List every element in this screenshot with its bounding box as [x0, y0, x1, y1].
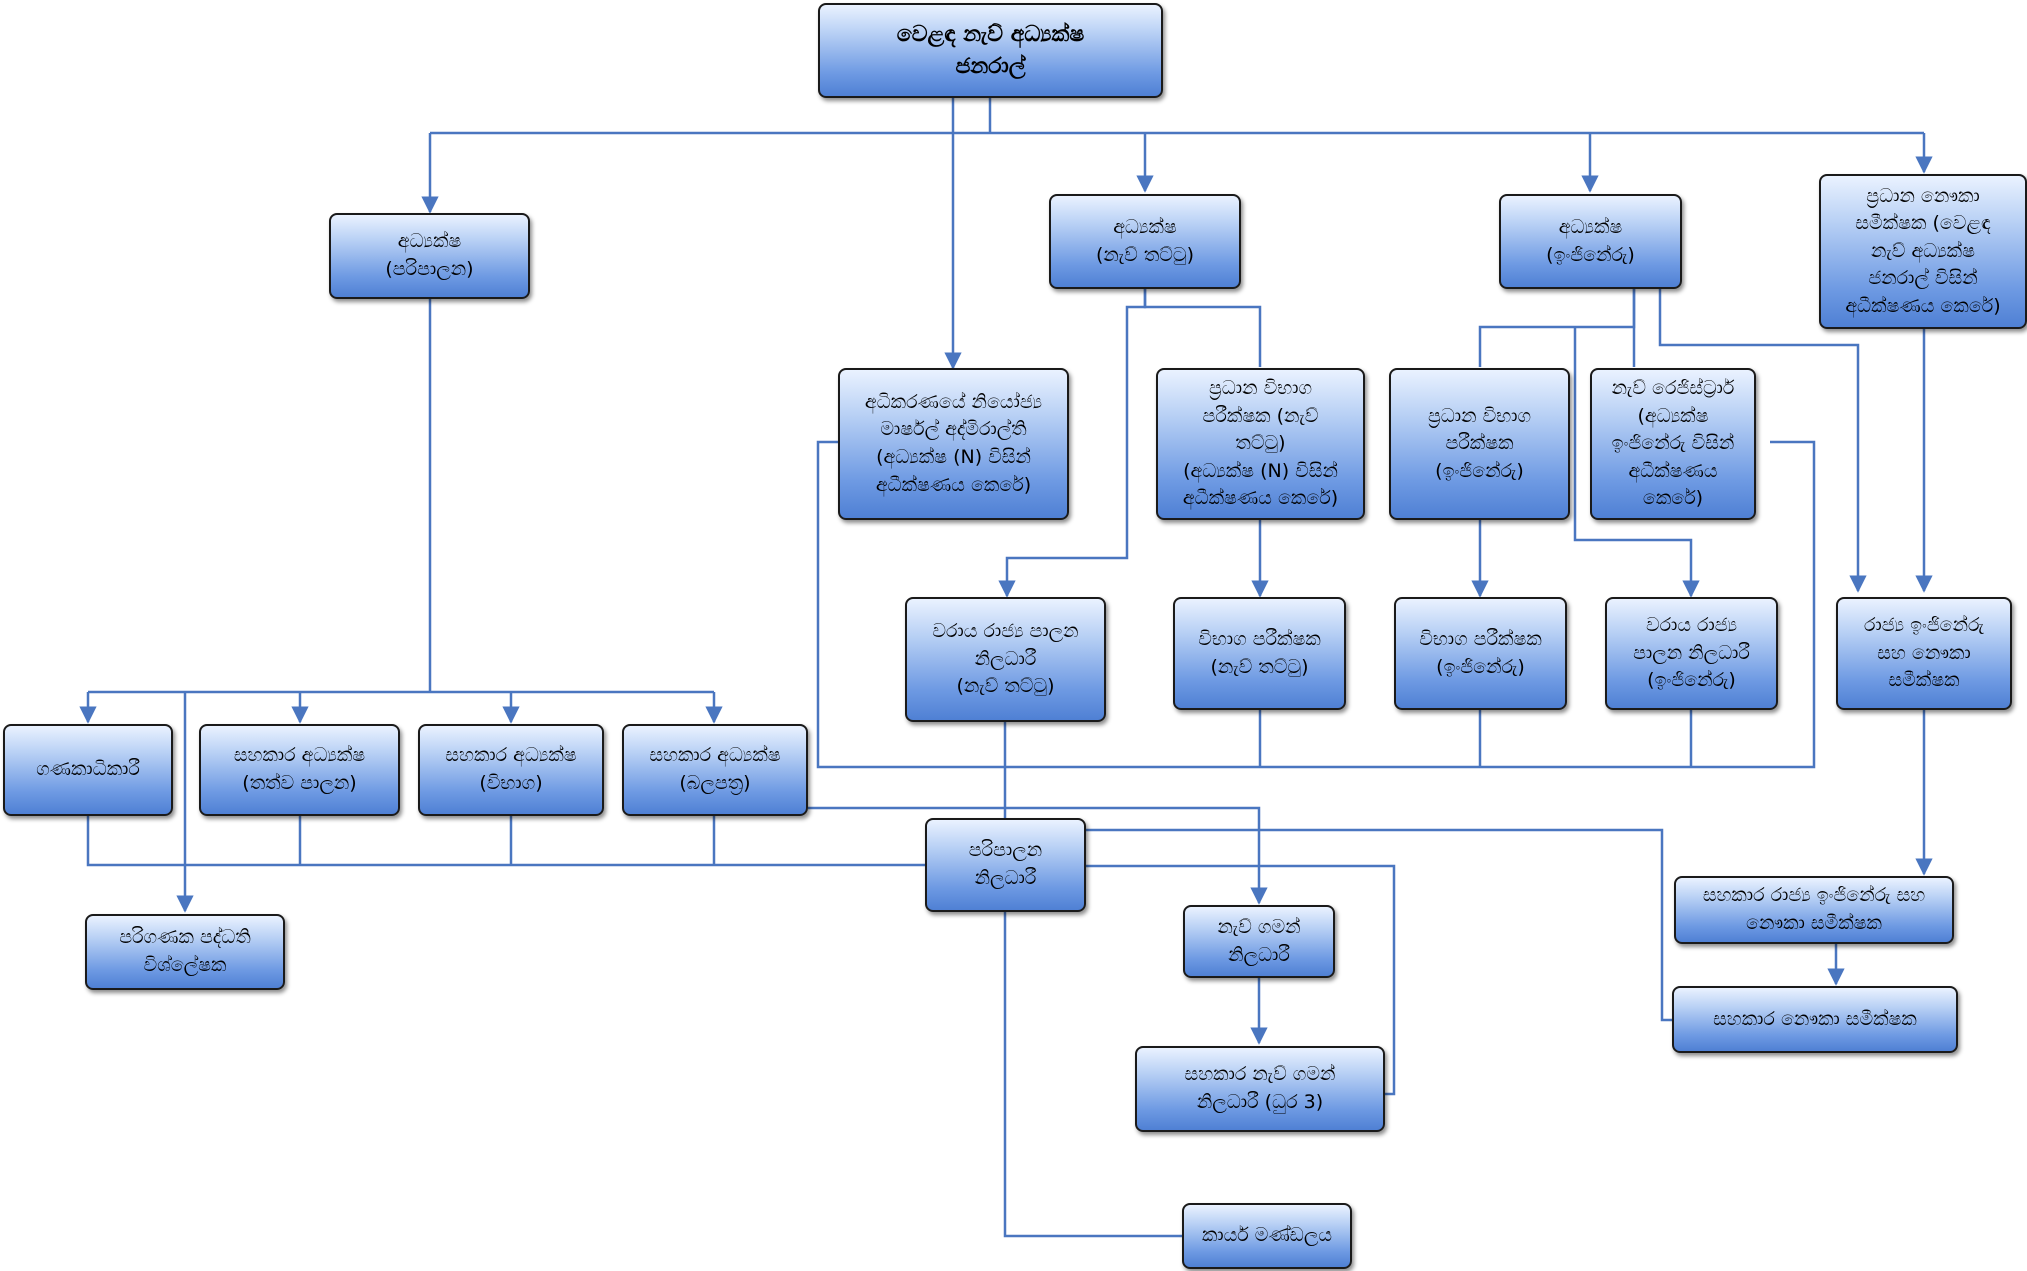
- node-director-general: වෙළඳ නැව් අධ්‍යක්ෂ ජනරාල්: [818, 3, 1163, 98]
- node-deputy-marshal: අධිකරණයේ නියෝජ්‍ය මාර්ෂල් අද්මිරාල්ති (අ…: [838, 368, 1069, 520]
- node-asst-state-engineer-surveyor: සහකාර රාජ්‍ය ඉංජිනේරු සහ නෞකා සමීක්ෂක: [1674, 876, 1954, 944]
- node-asst-director-control: සහකාර අධ්‍යක්ෂ (තත්ව පාලන): [199, 724, 400, 816]
- node-shipping-officer: නැව් ගමන් නිලධාරී: [1183, 905, 1335, 978]
- node-staff: කාර්ය මණ්ඩලය: [1182, 1203, 1352, 1269]
- node-ship-registrar: නැව් රෙජිස්ට්‍රාර් (අධ්‍යක්ෂ ඉංජිනේරු වි…: [1590, 368, 1756, 520]
- node-examiner-ports: විභාග පරීක්ෂක (නැව් තට්ටු): [1173, 597, 1346, 710]
- node-accountant: ගණකාධිකාරී: [3, 724, 173, 816]
- node-systems-analyst: පරිගණක පද්ධති විශ්ලේෂක: [85, 914, 285, 990]
- node-asst-director-licence: සහකාර අධ්‍යක්ෂ (බලපත්‍ර): [622, 724, 808, 816]
- node-director-admin: අධ්‍යක්ෂ (පරිපාලන): [329, 213, 530, 299]
- node-director-ports: අධ්‍යක්ෂ (නැව් තට්ටු): [1049, 194, 1241, 289]
- node-admin-officer: පරිපාලන නිලධාරී: [925, 818, 1086, 912]
- node-director-engineer: අධ්‍යක්ෂ (ඉංජිනේරු): [1499, 194, 1682, 289]
- node-asst-director-exam: සහකාර අධ්‍යක්ෂ (විභාග): [418, 724, 604, 816]
- node-state-engineer-surveyor: රාජ්‍ය ඉංජිනේරු සහ නෞකා සමීක්ෂක: [1836, 597, 2012, 710]
- node-port-state-officer-ports: වරාය රාජ්‍ය පාලන නිලධාරී (නැව් තට්ටු): [905, 597, 1106, 722]
- node-examiner-engineer: විභාග පරීක්ෂක (ඉංජිනේරු): [1394, 597, 1567, 710]
- node-port-state-officer-engineer: වරාය රාජ්‍ය පාලන නිලධාරී (ඉංජිනේරු): [1605, 597, 1778, 710]
- node-asst-shipping-officer: සහකාර නැව් ගමන් නිලධාරී (ධුර 3): [1135, 1046, 1385, 1132]
- node-asst-ship-surveyor: සහකාර නෞකා සමීක්ෂක: [1672, 986, 1958, 1053]
- node-chief-examiner-engineer: ප්‍රධාන විභාග පරීක්ෂක (ඉංජිනේරු): [1389, 368, 1570, 520]
- node-chief-examiner-ports: ප්‍රධාන විභාග පරීක්ෂක (නැව් තට්ටු) (අධ්‍…: [1156, 368, 1365, 520]
- node-chief-ship-surveyor: ප්‍රධාන නෞකා සමීක්ෂක (වෙළඳ නැව් අධ්‍යක්ෂ…: [1819, 174, 2027, 329]
